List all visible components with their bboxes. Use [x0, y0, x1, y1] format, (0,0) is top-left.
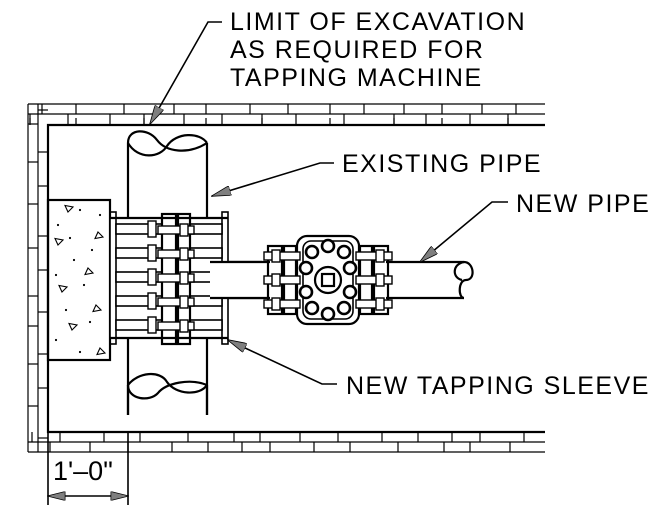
dimension-group: 1'–0" — [48, 432, 128, 505]
valve-bonnet-bolts — [298, 238, 358, 322]
tapping-valve — [263, 234, 393, 326]
existing-pipe-label: EXISTING PIPE — [342, 150, 542, 178]
excavation-label-line-2: AS REQUIRED FOR — [230, 36, 484, 64]
excavation-bottom-boundary-hatch — [28, 432, 545, 453]
excavation-leader-arrow — [150, 21, 222, 124]
new-pipe-leader-arrow — [420, 201, 508, 262]
existing-pipe-leader-arrow — [212, 162, 334, 197]
sleeve-flange-bolts — [157, 223, 195, 333]
sleeve-straps — [115, 220, 223, 334]
leader-lines — [150, 21, 508, 385]
excavation-label-line-3: TAPPING MACHINE — [230, 64, 483, 92]
excavation-top-boundary-hatch — [28, 103, 545, 125]
tapping-sleeve — [109, 211, 229, 346]
valve-operating-nut — [313, 265, 343, 295]
excavation-label-line-1: LIMIT OF EXCAVATION — [230, 8, 526, 36]
new-pipe-label: NEW PIPE — [516, 190, 650, 218]
dimension-label: 1'–0" — [53, 456, 113, 486]
excavation-left-boundary-hatch — [27, 104, 48, 452]
concrete-texture — [54, 204, 107, 356]
new-pipe — [210, 260, 474, 300]
tapping-sleeve-label: NEW TAPPING SLEEVE — [346, 372, 650, 400]
concrete-thrust-block — [46, 198, 112, 362]
tapping-sleeve-leader-arrow — [228, 340, 337, 385]
valve-flange-bolts — [263, 249, 393, 311]
